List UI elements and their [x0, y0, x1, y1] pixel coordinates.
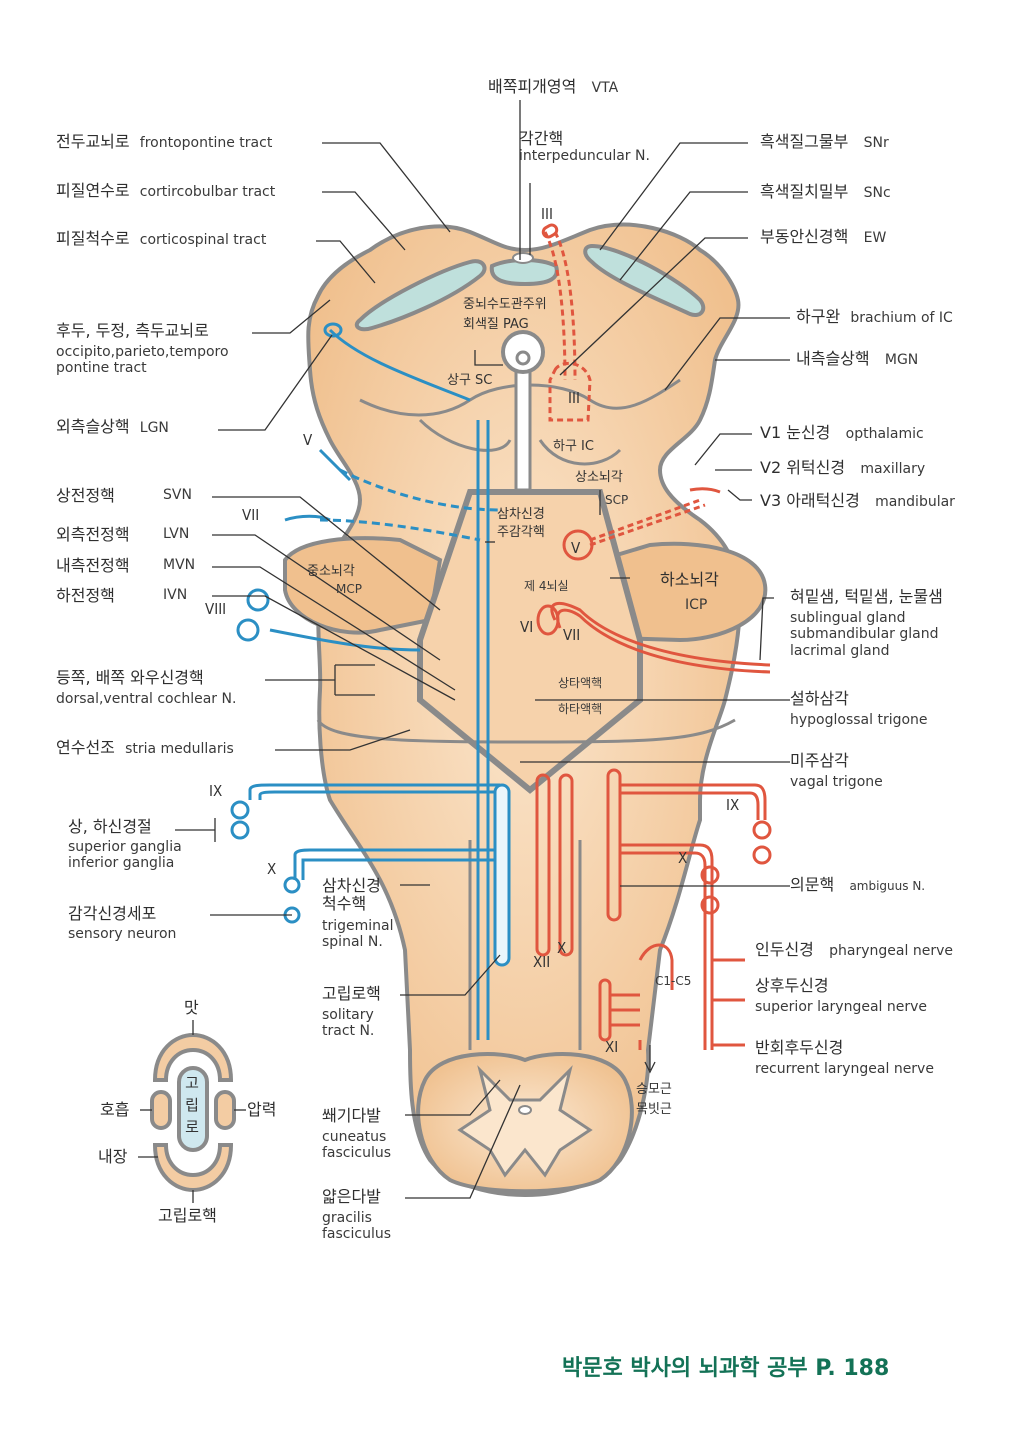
label-sensory-neuron: 감각신경세포 sensory neuron — [68, 904, 177, 943]
label-scp-ko: 상소뇌각 — [575, 470, 623, 485]
label-fourth-ventricle: 제 4뇌실 — [524, 579, 569, 593]
numeral-viii: VIII — [205, 600, 227, 618]
label-pag-1: 중뇌수도관주위 — [463, 297, 547, 312]
label-recurrent-laryngeal: 반회후두신경 recurrent laryngeal nerve — [755, 1038, 934, 1078]
label-brachium-ic: 하구완 brachium of IC — [796, 307, 953, 326]
numeral-iii-top: III — [541, 205, 553, 223]
inset-leader-lines — [138, 1020, 246, 1203]
numeral-xii: XII — [533, 953, 551, 971]
label-pharyngeal-nerve: 인두신경 pharyngeal nerve — [755, 940, 953, 959]
label-inferior-colliculus: 하구 IC — [553, 439, 594, 454]
label-ambiguus: 의문핵 ambiguus N. — [790, 875, 926, 894]
numeral-v-left: V — [303, 431, 313, 449]
label-inferior-salivatory: 하타액핵 — [558, 702, 603, 716]
label-vagal-trigone: 미주삼각 vagal trigone — [790, 751, 883, 791]
numeral-vi: VI — [520, 618, 534, 636]
label-cuneatus: 쐐기다발 cuneatus fasciculus — [322, 1106, 392, 1162]
label-icp-ko: 하소뇌각 — [660, 570, 719, 589]
label-pag-2: 회색질 PAG — [463, 317, 529, 332]
sensory-pathways — [230, 322, 511, 1040]
label-ew: 부동안신경핵 EW — [760, 227, 887, 246]
inset-center-text: 고 립 로 — [185, 1074, 199, 1136]
label-mcp-ko: 중소뇌각 — [307, 564, 355, 579]
label-ganglia: 상, 하신경절 superior ganglia inferior gangli… — [68, 817, 182, 872]
label-superior-colliculus: 상구 SC — [447, 373, 493, 388]
label-stria-medullaris: 연수선조 stria medullaris — [56, 738, 234, 757]
label-lvn: 외측전정핵 LVN — [56, 525, 190, 544]
label-snc: 흑색질치밀부 SNc — [760, 182, 891, 201]
label-trigeminal-main-1: 삼차신경 — [497, 507, 545, 522]
label-corticobulbar: 피질연수로 cortircobulbar tract — [56, 181, 276, 200]
label-gracilis: 얇은다발 gracilis fasciculus — [322, 1187, 392, 1243]
inset-label-respiration: 호흡 — [100, 1100, 130, 1119]
numeral-vii-nucleus: VII — [563, 626, 581, 644]
label-v2-maxillary: V2 위턱신경 maxillary — [760, 458, 926, 477]
label-svn: 상전정핵 SVN — [56, 486, 192, 505]
label-solitary-tract: 고립로핵 solitary tract N. — [322, 984, 381, 1040]
label-vta: 배쪽피개영역 VTA — [488, 77, 619, 96]
label-mvn: 내측전정핵 MVN — [56, 556, 196, 575]
inset-label-solitary-nucleus: 고립로핵 — [158, 1206, 217, 1225]
label-lgn: 외측슬상핵 LGN — [56, 417, 169, 436]
motor-pathways — [535, 223, 772, 1050]
label-corticospinal: 피질척수로 corticospinal tract — [56, 229, 267, 248]
label-superior-salivatory: 상타액핵 — [558, 676, 603, 690]
label-scp-en: SCP — [605, 493, 629, 507]
label-interpeduncular: 각간핵 interpeduncular N. — [519, 129, 650, 165]
label-mgn: 내측슬상핵 MGN — [796, 349, 919, 368]
label-glands: 혀밑샘, 턱밑샘, 눈물샘 sublingual gland submandib… — [790, 587, 943, 659]
label-v1-opthalamic: V1 눈신경 opthalamic — [760, 423, 924, 442]
label-hypoglossal-trigone: 설하삼각 hypoglossal trigone — [790, 689, 928, 729]
label-icp-en: ICP — [685, 597, 708, 613]
numeral-x-left: X — [267, 860, 277, 878]
numeral-x-right: X — [678, 849, 688, 867]
label-occipito-parieto-temporo: 후두, 두정, 측두교뇌로 occipito,parieto,temporo p… — [56, 321, 229, 377]
label-ivn: 하전정핵 IVN — [56, 586, 188, 605]
label-snr: 흑색질그물부 SNr — [760, 132, 889, 151]
inset-label-taste: 맛 — [184, 998, 199, 1017]
substantia-nigra — [354, 243, 706, 332]
label-trapezius: 승모근 — [636, 1082, 672, 1097]
label-c1-c5: C1-C5 — [655, 974, 692, 988]
inset-label-pressure: 압력 — [247, 1100, 277, 1119]
label-frontopontine: 전두교뇌로 frontopontine tract — [56, 132, 273, 151]
numeral-vii-left: VII — [242, 506, 260, 524]
numeral-xi: XI — [605, 1038, 619, 1056]
label-trigeminal-main-2: 주감각핵 — [497, 525, 545, 540]
solitary-inset-diagram — [150, 1032, 236, 1193]
numeral-x-center: X — [557, 939, 567, 957]
numeral-v-nucleus: V — [571, 539, 581, 557]
page-footer-title: 박문호 박사의 뇌과학 공부 P. 188 — [562, 1356, 890, 1381]
label-v3-mandibular: V3 아래턱신경 mandibular — [760, 491, 955, 510]
numeral-ix-left: IX — [209, 782, 223, 800]
numeral-ix-right: IX — [726, 796, 740, 814]
leader-lines — [175, 100, 790, 1199]
numeral-iii-nucleus: III — [568, 389, 580, 407]
label-trigeminal-spinal: 삼차신경 척수핵 trigeminal spinal N. — [322, 876, 394, 950]
spinal-cord-section — [416, 1052, 634, 1194]
label-mcp-en: MCP — [336, 582, 362, 596]
inset-label-viscera: 내장 — [98, 1147, 128, 1166]
label-cochlear-nuclei: 등쪽, 배쪽 와우신경핵 dorsal,ventral cochlear N. — [56, 668, 237, 708]
brainstem-body — [283, 222, 768, 1198]
label-superior-laryngeal: 상후두신경 superior laryngeal nerve — [755, 976, 928, 1016]
label-sternocleidomastoid: 목빗근 — [636, 1102, 672, 1117]
